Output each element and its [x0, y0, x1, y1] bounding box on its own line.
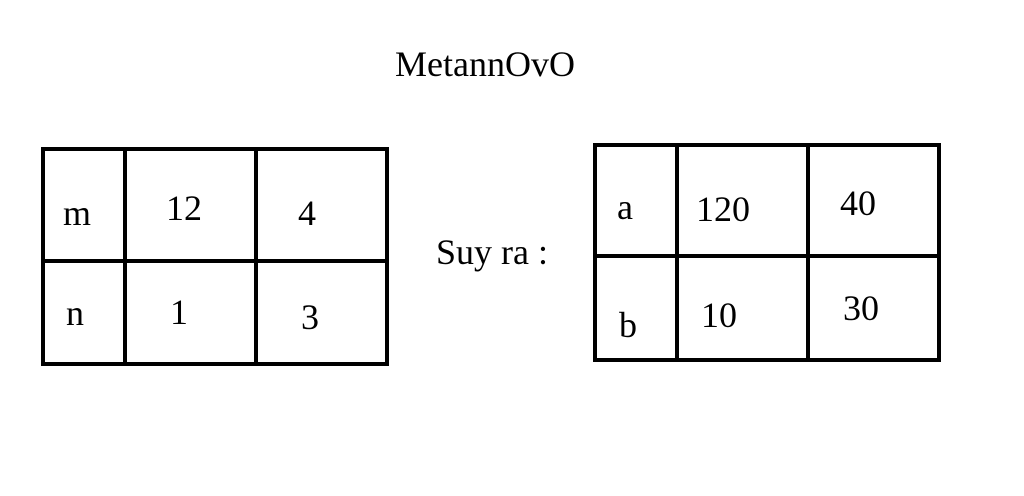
right-cell-value: 30	[843, 288, 879, 328]
right-row-label: b	[619, 305, 637, 345]
left-table	[41, 147, 389, 366]
right-table-divider	[593, 254, 941, 258]
diagram-title: MetannOvO	[395, 44, 575, 84]
right-cell-value: 10	[701, 295, 737, 335]
right-table	[593, 143, 941, 362]
right-cell-value: 40	[840, 183, 876, 223]
left-table-divider	[254, 147, 258, 366]
implication-text: Suy ra :	[436, 232, 548, 272]
left-table-divider	[123, 147, 127, 366]
right-row-label: a	[617, 187, 633, 227]
left-table-divider	[41, 259, 389, 263]
right-cell-value: 120	[696, 189, 750, 229]
left-row-label: n	[66, 293, 84, 333]
left-cell-value: 3	[301, 297, 319, 337]
right-table-divider	[806, 143, 810, 362]
left-row-label: m	[63, 193, 92, 233]
right-table-divider	[675, 143, 679, 362]
left-cell-value: 1	[170, 292, 188, 332]
left-cell-value: 12	[166, 188, 202, 228]
left-cell-value: 4	[298, 193, 316, 233]
